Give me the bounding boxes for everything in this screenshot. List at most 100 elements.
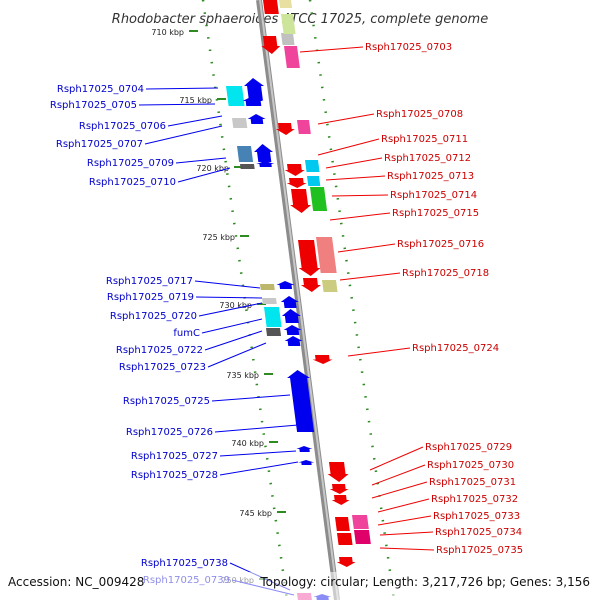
tick-label: 720 kbp: [196, 164, 229, 173]
gene-feature: [281, 33, 295, 45]
leader-line: [337, 243, 396, 253]
gene-feature: [264, 307, 282, 327]
gene-feature: [310, 187, 328, 211]
leader-line: [371, 464, 426, 486]
gene-label: Rsph17025_0707: [56, 139, 143, 150]
gene-label: Rsph17025_0728: [131, 470, 218, 481]
gene-label: Rsph17025_0710: [89, 177, 176, 188]
gene-label: Rsph17025_0735: [436, 545, 523, 556]
gene-label: Rsph17025_0727: [131, 451, 218, 462]
gene-feature: [336, 557, 356, 567]
gene-feature: [300, 278, 321, 292]
gene-label: Rsph17025_0725: [123, 396, 210, 407]
leader-line: [207, 342, 267, 368]
gene-feature: [261, 36, 281, 54]
gene-label: Rsph17025_0738: [141, 558, 228, 569]
gene-label: Rsph17025_0717: [106, 276, 193, 287]
gene-feature: [280, 296, 299, 308]
gene-feature: [247, 114, 266, 124]
gene-feature: [237, 146, 254, 162]
gene-feature: [298, 460, 315, 465]
gene-label: Rsph17025_0712: [384, 153, 471, 164]
gene-label: Rsph17025_0706: [79, 121, 166, 132]
gene-feature: [281, 309, 301, 323]
leader-line: [325, 175, 386, 181]
leader-line: [331, 194, 389, 197]
gene-feature: [329, 484, 349, 494]
gene-feature: [298, 240, 321, 276]
gene-label: Rsph17025_0718: [402, 268, 489, 279]
gene-feature: [290, 189, 312, 213]
tick-label: 735 kbp: [226, 371, 259, 380]
gene-label: fumC: [173, 328, 200, 339]
gene-label: Rsph17025_0716: [397, 239, 484, 250]
gene-feature: [256, 161, 275, 167]
leader-line: [219, 450, 297, 457]
gene-feature: [284, 46, 300, 68]
gene-feature: [286, 178, 307, 188]
gene-label: Rsph17025_0729: [425, 442, 512, 453]
gene-feature: [244, 78, 265, 100]
gene-feature: [335, 517, 350, 531]
map-title: Rhodobacter sphaeroides ATCC 17025, comp…: [112, 12, 488, 27]
leader-line: [177, 167, 231, 183]
gene-label: Rsph17025_0705: [50, 100, 137, 111]
leader-line: [299, 46, 364, 53]
gene-feature: [232, 118, 248, 128]
gene-feature: [240, 164, 255, 169]
gene-label: Rsph17025_0734: [435, 527, 522, 538]
gene-feature: [316, 237, 337, 273]
gene-label: Rsph17025_0723: [119, 362, 206, 373]
leader-line: [379, 547, 435, 551]
tick-label: 730 kbp: [219, 301, 252, 310]
leader-line: [201, 318, 263, 334]
tick-label: 745 kbp: [239, 509, 272, 518]
gene-label: Rsph17025_0730: [427, 460, 514, 471]
leader-line: [195, 296, 263, 299]
gene-label: Rsph17025_0714: [390, 190, 477, 201]
gene-feature: [262, 298, 277, 304]
leader-line: [204, 330, 263, 351]
leader-line: [379, 531, 434, 536]
gene-label: Rsph17025_0732: [431, 494, 518, 505]
genome-backbone-highlight: [259, 0, 339, 600]
tick-label: 710 kbp: [151, 28, 184, 37]
gene-feature: [297, 120, 311, 134]
tick-label: 715 kbp: [179, 96, 212, 105]
gene-feature: [281, 14, 296, 34]
leader-line: [325, 157, 383, 169]
leader-line: [198, 302, 263, 317]
gene-label: Rsph17025_0703: [365, 42, 452, 53]
gene-label: Rsph17025_0711: [381, 134, 468, 145]
gene-feature: [279, 0, 293, 8]
footer-band: [0, 572, 600, 600]
leader-line: [145, 87, 219, 90]
leader-line: [377, 515, 432, 526]
leader-line: [317, 138, 380, 156]
gene-label: Rsph17025_0715: [392, 208, 479, 219]
gene-label: Rsph17025_0704: [57, 84, 144, 95]
gene-feature: [284, 336, 303, 346]
gene-feature: [284, 164, 305, 176]
gene-feature: [275, 123, 295, 135]
gene-feature: [331, 495, 350, 505]
gene-feature: [296, 446, 313, 452]
leader-line: [329, 212, 391, 221]
gene-label: Rsph17025_0720: [110, 311, 197, 322]
gene-features: [226, 0, 371, 600]
leader-lines: [138, 46, 435, 596]
gene-label: Rsph17025_0724: [412, 343, 499, 354]
leader-line: [219, 461, 299, 476]
gene-label: Rsph17025_0722: [116, 345, 203, 356]
topology-text: Topology: circular; Length: 3,217,726 bp…: [259, 575, 590, 589]
gene-label: Rsph17025_0708: [376, 109, 463, 120]
gene-feature: [307, 176, 321, 186]
gene-feature: [242, 96, 264, 106]
gene-label: Rsph17025_0719: [107, 292, 194, 303]
gene-feature: [254, 144, 274, 162]
gene-label: Rsph17025_0726: [126, 427, 213, 438]
leader-line: [194, 280, 261, 289]
gene-feature: [266, 328, 282, 336]
accession-text: Accession: NC_009428: [8, 575, 144, 589]
